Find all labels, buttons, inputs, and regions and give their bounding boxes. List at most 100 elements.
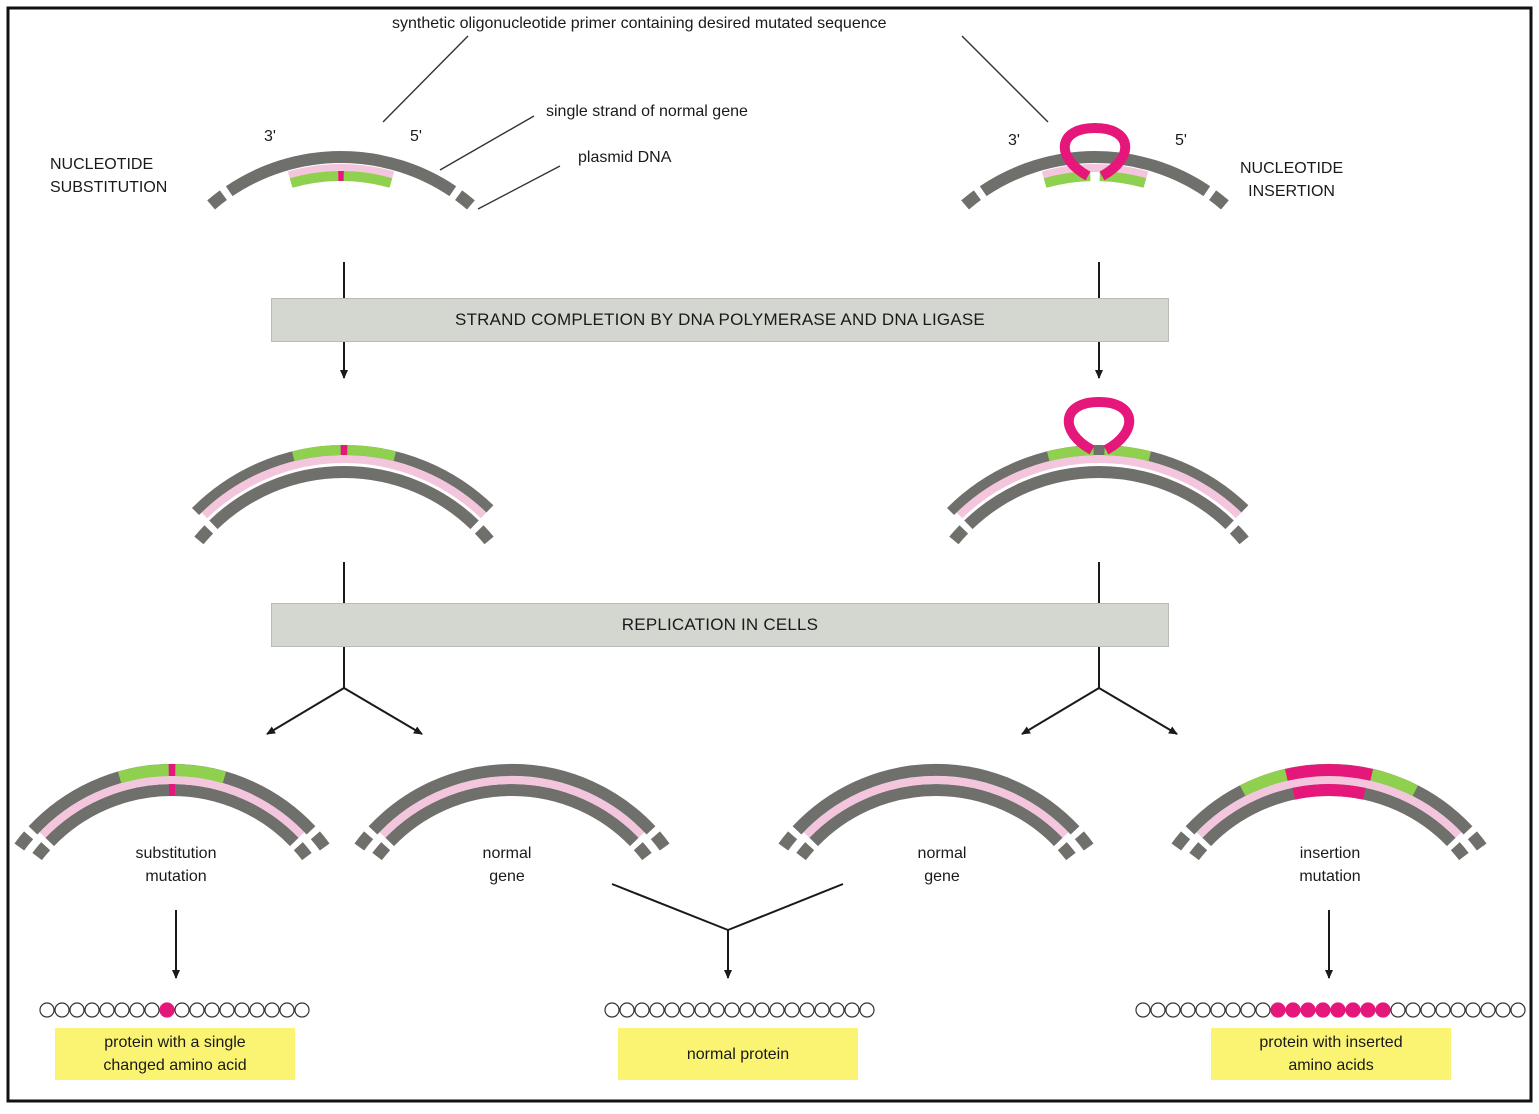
insertion-title-line2: INSERTION [1240, 180, 1343, 203]
amino-acid [605, 1003, 619, 1017]
insertion-caption-line1: insertion [1250, 842, 1410, 865]
protein-inserted-label: protein with inserted amino acids [1211, 1028, 1451, 1080]
protein-single-change-label: protein with a single changed amino acid [55, 1028, 295, 1080]
amino-acid [1496, 1003, 1510, 1017]
amino-acid [785, 1003, 799, 1017]
plasmid-dash [1213, 195, 1225, 205]
amino-acid [265, 1003, 279, 1017]
plasmid-dash [1194, 846, 1203, 856]
outer-dash [359, 835, 368, 847]
amino-acid [145, 1003, 159, 1017]
inserted-segment-pair [1294, 790, 1365, 794]
normal-gene-right-line1: normal [882, 842, 1002, 865]
substitution-title: NUCLEOTIDE SUBSTITUTION [50, 153, 167, 199]
insertion-caption-line2: mutation [1250, 865, 1410, 888]
amino-acid [1511, 1003, 1525, 1017]
amino-acid [295, 1003, 309, 1017]
substitution-caption-line2: mutation [96, 865, 256, 888]
single-strand-callout-label: single strand of normal gene [546, 103, 748, 121]
amino-acid [755, 1003, 769, 1017]
replication-band: REPLICATION IN CELLS [271, 603, 1169, 647]
amino-acid [175, 1003, 189, 1017]
amino-acid [860, 1003, 874, 1017]
substitution-mutation-caption: substitution mutation [96, 842, 256, 888]
plasmid-dash [377, 846, 386, 856]
plasmid-dash [1455, 846, 1464, 856]
plasmid-dash [1234, 529, 1244, 540]
amino-acid [100, 1003, 114, 1017]
amino-acid [205, 1003, 219, 1017]
substitution-title-line1: NUCLEOTIDE [50, 153, 167, 176]
normal-protein-label: normal protein [618, 1028, 858, 1080]
amino-acid [40, 1003, 54, 1017]
outer-dash [1176, 835, 1185, 847]
amino-acid [1421, 1003, 1435, 1017]
five-prime-label-left: 5' [410, 128, 422, 146]
normal-gene-right-line2: gene [882, 865, 1002, 888]
amino-acid [70, 1003, 84, 1017]
amino-acid [770, 1003, 784, 1017]
amino-acid [800, 1003, 814, 1017]
plasmid-dash [965, 195, 977, 205]
normal-gene-left-line1: normal [447, 842, 567, 865]
amino-acid [220, 1003, 234, 1017]
amino-acid [130, 1003, 144, 1017]
amino-acid [845, 1003, 859, 1017]
amino-acid [740, 1003, 754, 1017]
outer-dash [783, 835, 792, 847]
outer-dash [1472, 835, 1481, 847]
amino-acid [190, 1003, 204, 1017]
amino-acid [1391, 1003, 1405, 1017]
protein-inserted-line1: protein with inserted [1259, 1031, 1402, 1054]
inserted-segment [1286, 770, 1371, 775]
normal-gene-left-line2: gene [447, 865, 567, 888]
plasmid-dash [199, 529, 209, 540]
amino-acid [1151, 1003, 1165, 1017]
insertion-title: NUCLEOTIDE INSERTION [1240, 157, 1343, 203]
amino-acid [85, 1003, 99, 1017]
amino-acid-changed [1346, 1003, 1360, 1017]
amino-acid-changed [1316, 1003, 1330, 1017]
five-prime-label-right: 5' [1175, 132, 1187, 150]
amino-acid [1181, 1003, 1195, 1017]
amino-acid-changed [1361, 1003, 1375, 1017]
protein-inserted-line2: amino acids [1288, 1054, 1373, 1077]
amino-acid [1211, 1003, 1225, 1017]
amino-acid [1481, 1003, 1495, 1017]
plasmid-dash [479, 529, 489, 540]
substitution-caption-line1: substitution [96, 842, 256, 865]
amino-acid [1226, 1003, 1240, 1017]
protein-single-change-line2: changed amino acid [103, 1054, 246, 1077]
amino-acid-changed [160, 1003, 174, 1017]
amino-acid [830, 1003, 844, 1017]
amino-acid [235, 1003, 249, 1017]
amino-acid [1466, 1003, 1480, 1017]
outer-dash [1079, 835, 1088, 847]
insertion-mutation-caption: insertion mutation [1250, 842, 1410, 888]
plasmid-dash [298, 846, 307, 856]
plasmid-callout-label: plasmid DNA [578, 149, 671, 167]
normal-gene-caption-right: normal gene [882, 842, 1002, 888]
amino-acid [620, 1003, 634, 1017]
amino-acid [680, 1003, 694, 1017]
amino-acid [665, 1003, 679, 1017]
insertion-title-line1: NUCLEOTIDE [1240, 157, 1343, 180]
amino-acid [650, 1003, 664, 1017]
amino-acid [1166, 1003, 1180, 1017]
amino-acid [635, 1003, 649, 1017]
amino-acid [695, 1003, 709, 1017]
substitution-title-line2: SUBSTITUTION [50, 176, 167, 199]
plasmid-dash [37, 846, 46, 856]
primer-callout-label: synthetic oligonucleotide primer contain… [392, 15, 887, 33]
amino-acid [1436, 1003, 1450, 1017]
amino-acid [710, 1003, 724, 1017]
amino-acid [280, 1003, 294, 1017]
strand-completion-band: STRAND COMPLETION BY DNA POLYMERASE AND … [271, 298, 1169, 342]
plasmid-dash [211, 195, 223, 205]
amino-acid-changed [1271, 1003, 1285, 1017]
amino-acid-changed [1286, 1003, 1300, 1017]
amino-acid [1241, 1003, 1255, 1017]
amino-acid [1451, 1003, 1465, 1017]
plasmid-dash [801, 846, 810, 856]
amino-acid [1196, 1003, 1210, 1017]
